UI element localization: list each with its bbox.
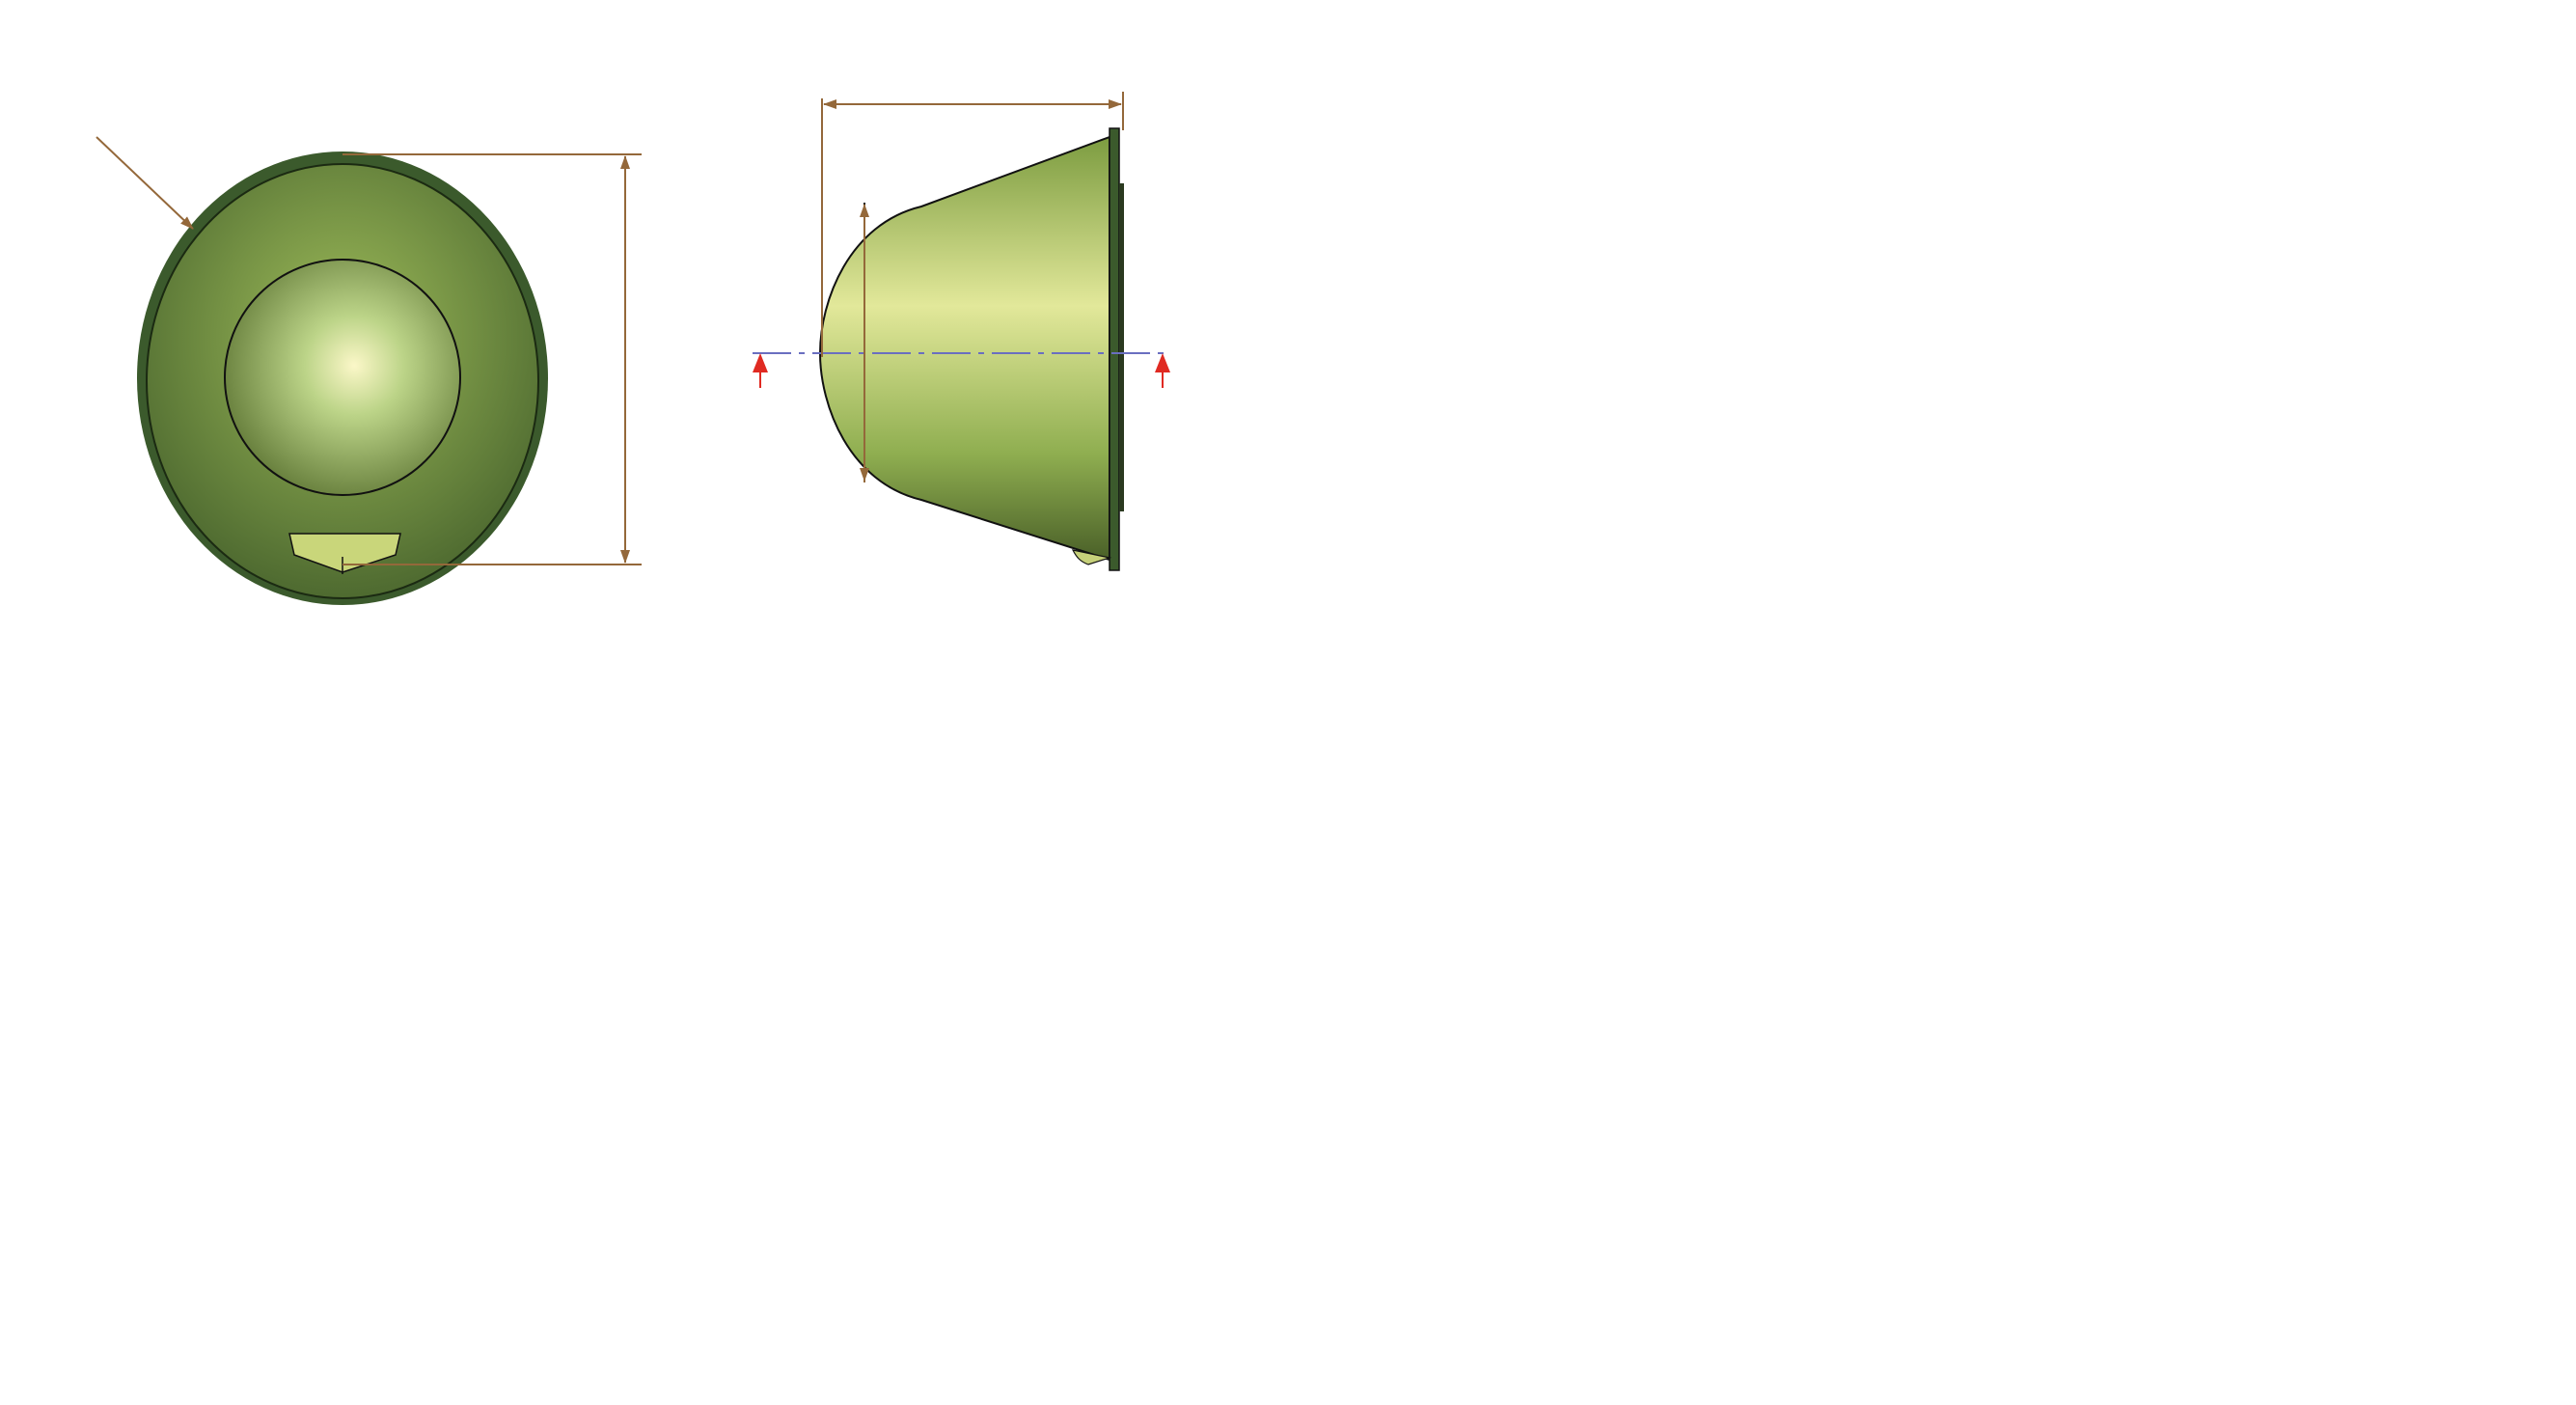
side-view [753, 92, 1170, 571]
front-view [96, 136, 642, 605]
